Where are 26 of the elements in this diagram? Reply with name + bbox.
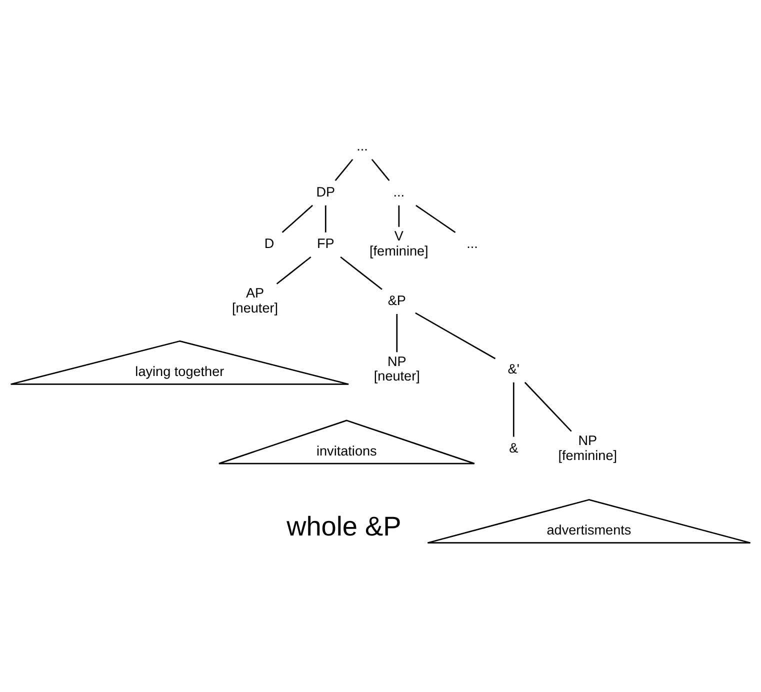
- node-text: &P: [388, 293, 406, 308]
- connector: [371, 158, 390, 181]
- connector: [396, 314, 398, 352]
- node-text: FP: [316, 236, 334, 252]
- label: whole &P: [286, 510, 402, 542]
- connector: [340, 256, 382, 290]
- connector: [276, 256, 312, 284]
- node-text: ...: [393, 184, 405, 200]
- connector: [415, 312, 496, 360]
- node-text: ...: [356, 138, 368, 154]
- node-text: NP [feminine]: [558, 433, 618, 464]
- node-text: ...: [466, 236, 478, 252]
- connector: [324, 205, 326, 232]
- node-text: D: [264, 236, 274, 252]
- node-text: NP [neuter]: [374, 354, 420, 384]
- connector: [524, 382, 572, 432]
- connector: [512, 382, 514, 437]
- node-text: &: [509, 440, 518, 456]
- connector: [282, 204, 314, 233]
- node-text: V [feminine]: [370, 228, 428, 259]
- connector: [334, 158, 354, 181]
- node-text: DP: [316, 184, 336, 200]
- node-text: AP [neuter]: [232, 286, 278, 316]
- node-text: &': [508, 361, 520, 376]
- connector: [398, 205, 400, 227]
- connector: [416, 204, 456, 233]
